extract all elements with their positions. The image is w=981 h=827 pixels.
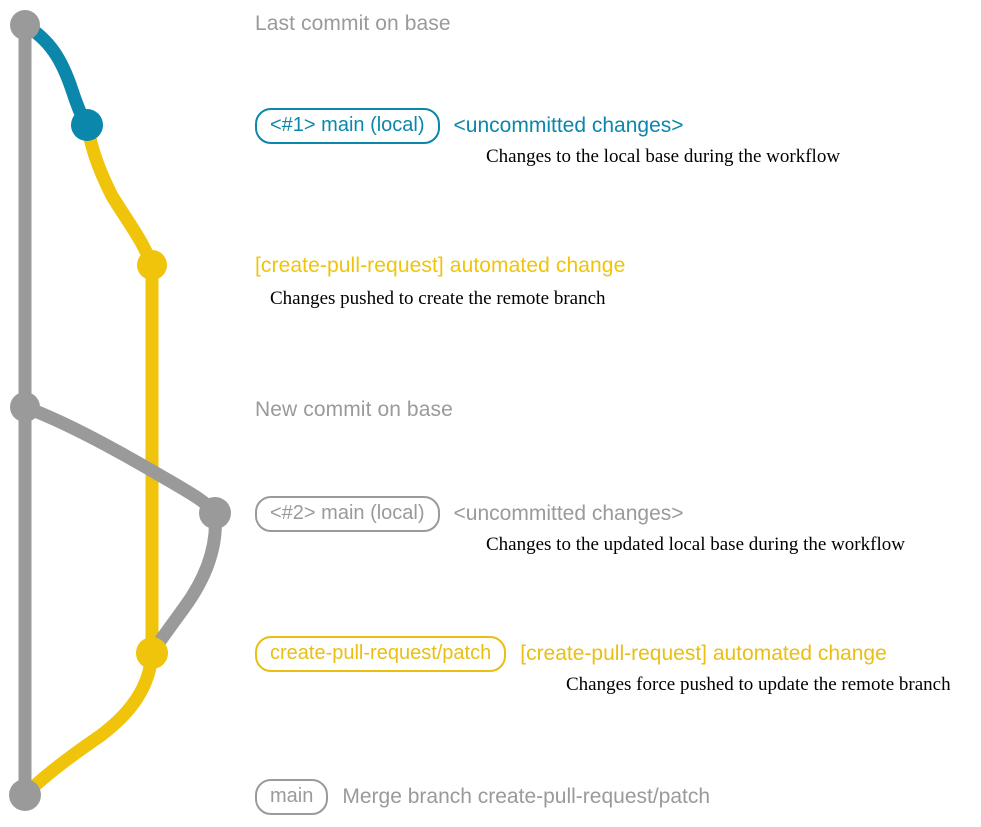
commit-node-last-base[interactable] <box>10 10 40 40</box>
subnote-automated-change-1: Changes pushed to create the remote bran… <box>270 288 606 309</box>
subnote-local-1: Changes to the local base during the wor… <box>486 146 841 167</box>
annotation-row-automated-change-1: [create-pull-request] automated change <box>255 254 625 278</box>
annotation-row-local-2: <#2> main (local) <uncommitted changes> <box>255 496 684 532</box>
annotation-row-merge: main Merge branch create-pull-request/pa… <box>255 779 710 815</box>
annotation-row-last-commit: Last commit on base <box>255 12 451 36</box>
subnote-local-2: Changes to the updated local base during… <box>486 534 905 555</box>
branch-badge-patch[interactable]: create-pull-request/patch <box>255 636 507 672</box>
commit-node-patch-2[interactable] <box>136 637 168 669</box>
commit-message-merge: Merge branch create-pull-request/patch <box>342 785 711 808</box>
commit-node-local-1[interactable] <box>71 109 103 141</box>
branch-badge-local-2[interactable]: <#2> main (local) <box>255 496 440 532</box>
branch-badge-main[interactable]: main <box>255 779 329 815</box>
annotation-row-new-commit: New commit on base <box>255 398 453 422</box>
commit-node-local-2[interactable] <box>199 497 231 529</box>
commit-graph <box>9 10 231 811</box>
commit-node-patch-1[interactable] <box>137 250 167 280</box>
commit-message-new-commit: New commit on base <box>255 398 453 421</box>
commit-message-local-1: <uncommitted changes> <box>453 114 684 137</box>
subnote-automated-change-2: Changes force pushed to update the remot… <box>566 674 951 695</box>
edge-patch-2-to-merge <box>18 646 159 802</box>
commit-message-local-2: <uncommitted changes> <box>453 502 684 525</box>
commit-node-merge[interactable] <box>9 779 41 811</box>
edge-local-1-to-patch-1 <box>80 118 159 272</box>
branch-badge-local-1[interactable]: <#1> main (local) <box>255 108 440 144</box>
commit-node-new-base[interactable] <box>10 392 40 422</box>
commit-message-automated-change-1: [create-pull-request] automated change <box>255 254 626 277</box>
commit-message-last-commit: Last commit on base <box>255 12 451 35</box>
annotation-row-patch-branch: create-pull-request/patch [create-pull-r… <box>255 636 887 672</box>
commit-message-automated-change-2: [create-pull-request] automated change <box>520 642 887 665</box>
annotation-row-local-1: <#1> main (local) <uncommitted changes> <box>255 108 684 144</box>
edge-base-to-local-2 <box>18 400 222 520</box>
